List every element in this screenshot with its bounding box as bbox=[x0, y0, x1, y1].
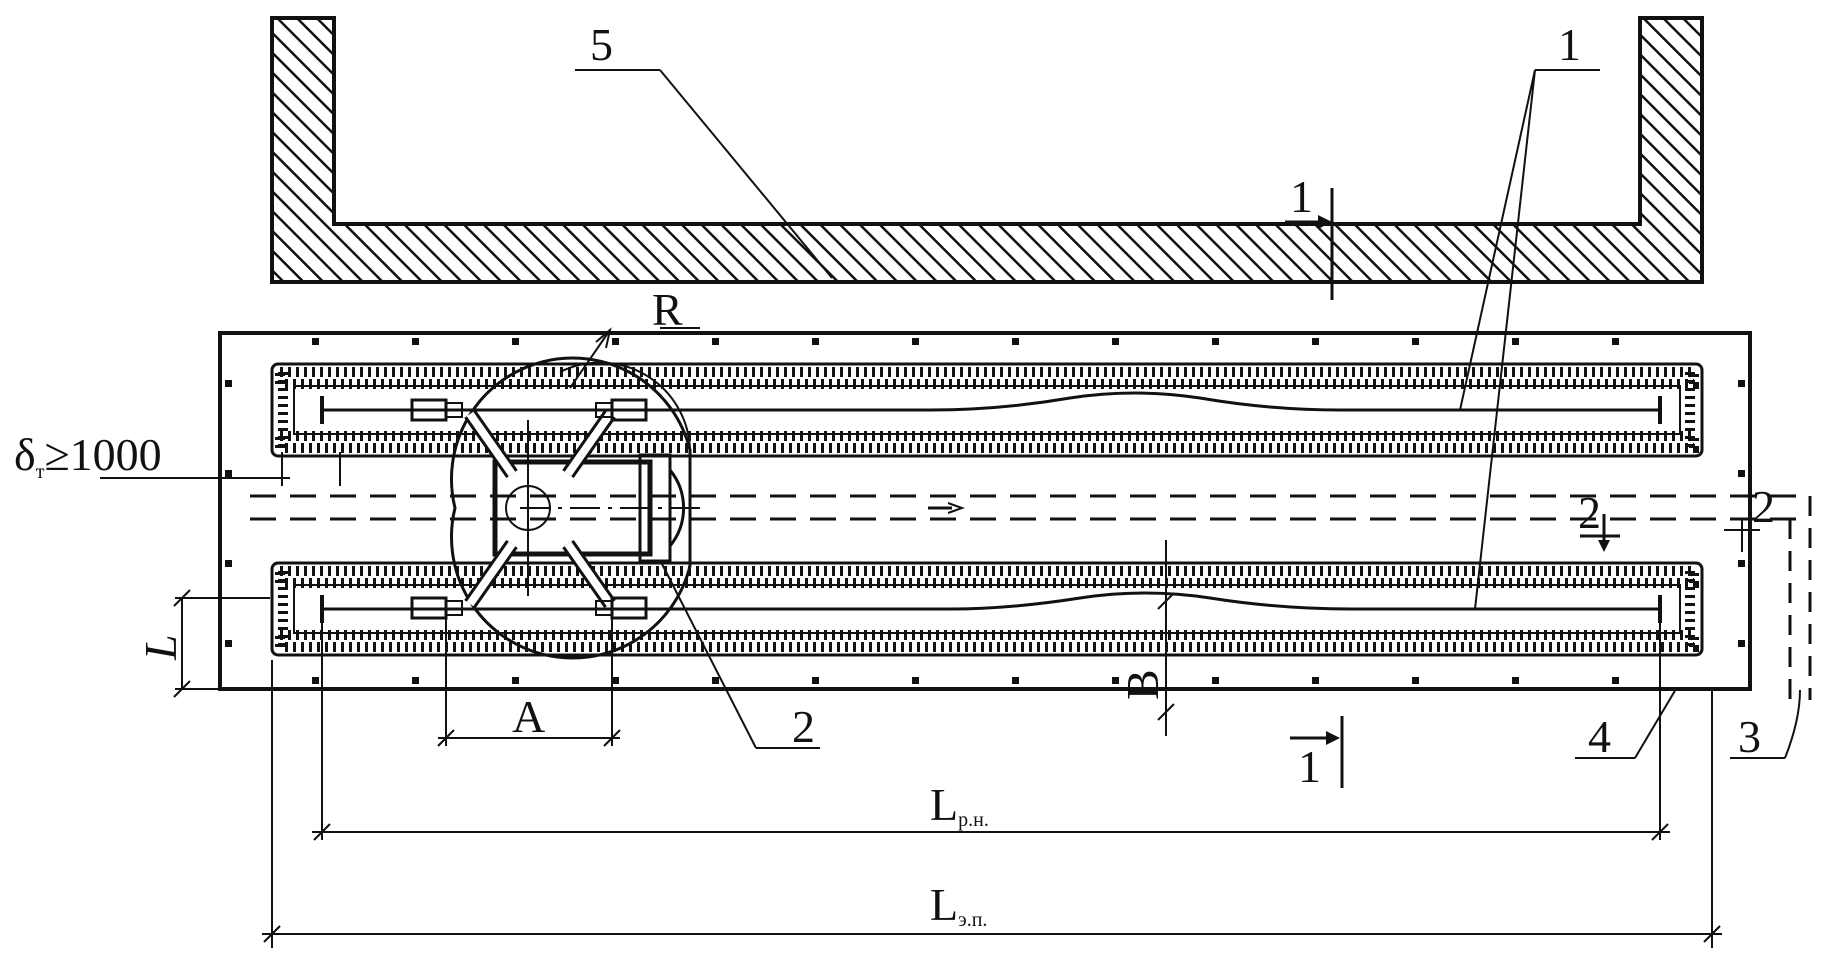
section-2-label: 2 bbox=[1578, 487, 1601, 538]
travel-lane-lines bbox=[250, 494, 1812, 700]
section-2-right-label: 2 bbox=[1752, 481, 1775, 532]
section-markers bbox=[1285, 188, 1760, 788]
platform-outline bbox=[218, 331, 1752, 691]
length-total-symbol: L bbox=[930, 879, 958, 930]
section-1-bottom-label: 1 bbox=[1298, 741, 1321, 792]
lower-crane-track bbox=[270, 561, 1704, 657]
clearance-symbol: δ bbox=[14, 429, 36, 480]
length-total-subscript: э.п. bbox=[958, 909, 987, 931]
length-main-subscript: р.н. bbox=[958, 809, 989, 831]
dimension-lines bbox=[173, 452, 1722, 948]
callout-1-top: 1 bbox=[1558, 19, 1581, 70]
callout-3: 3 bbox=[1738, 711, 1761, 762]
boundary-posts bbox=[225, 338, 1745, 684]
length-main-symbol: L bbox=[930, 779, 958, 830]
building-wall bbox=[270, 16, 1704, 284]
length-total-label: Lэ.п. bbox=[930, 879, 987, 931]
length-main-label: Lр.н. bbox=[930, 779, 989, 831]
callout-5: 5 bbox=[590, 19, 613, 70]
clearance-label: δт≥1000 bbox=[14, 429, 162, 483]
callout-4: 4 bbox=[1588, 711, 1611, 762]
crane bbox=[410, 327, 692, 660]
dimension-b-label: B bbox=[1117, 669, 1168, 700]
radius-label: R bbox=[652, 284, 683, 335]
section-1-top-label: 1 bbox=[1290, 171, 1313, 222]
dimension-a-label: A bbox=[512, 691, 545, 742]
leader-lines bbox=[100, 69, 1801, 759]
clearance-subscript: т bbox=[36, 461, 45, 483]
dimension-l-label: L bbox=[135, 634, 186, 661]
callout-2: 2 bbox=[792, 701, 815, 752]
clearance-value: ≥1000 bbox=[44, 429, 161, 480]
upper-crane-track bbox=[270, 362, 1704, 458]
runway-rails bbox=[320, 391, 1662, 623]
